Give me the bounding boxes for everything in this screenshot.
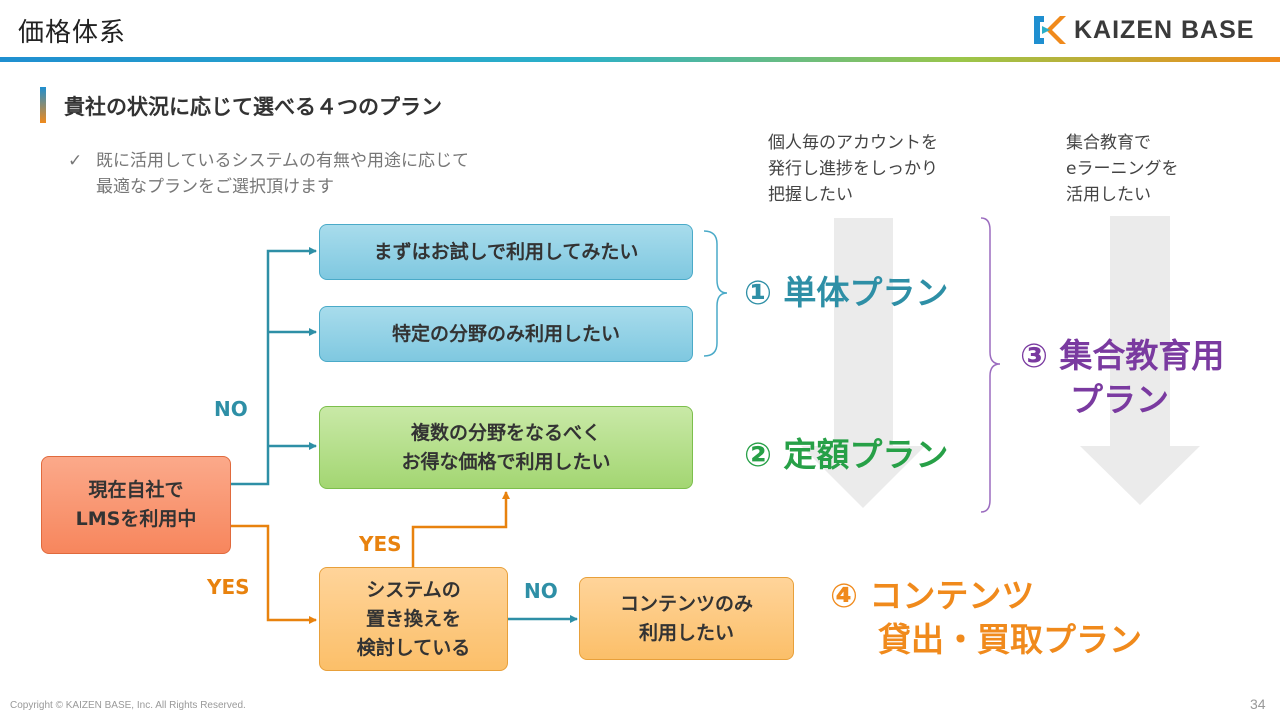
- box-line: お得な価格で利用したい: [401, 450, 611, 473]
- system-replace-box: システムの 置き換えを 検討している: [319, 567, 508, 671]
- box-line: コンテンツのみ: [619, 592, 753, 615]
- plan-line: ④ コンテンツ: [830, 576, 1035, 615]
- box-line: 置き換えを: [365, 607, 461, 630]
- label-no: NO: [524, 579, 558, 603]
- box-line: システムの: [366, 578, 461, 601]
- plan-fixed: ② 定額プラン: [744, 435, 949, 474]
- yes-up-line: [411, 491, 510, 567]
- group-plan-bracket: [980, 217, 1001, 513]
- plan-line: 貸出・買取プラン: [878, 620, 1142, 659]
- plan-single: ① 単体プラン: [744, 273, 949, 312]
- kaizen-logo-icon: [1034, 16, 1066, 44]
- box-line: 利用したい: [638, 621, 734, 644]
- individual-need-note: 個人毎のアカウントを 発行し進捗をしっかり 把握したい: [768, 130, 938, 208]
- group-big-arrow: [1080, 216, 1200, 505]
- header-divider: [0, 57, 1280, 62]
- single-plan-bracket: [703, 230, 728, 357]
- note-line: 個人毎のアカウントを: [768, 133, 938, 153]
- contents-only-box: コンテンツのみ 利用したい: [579, 577, 794, 660]
- box-line: LMSを利用中: [75, 508, 197, 530]
- plan-contents: ④ コンテンツ 貸出・買取プラン: [830, 574, 1142, 662]
- current-lms-box: 現在自社で LMSを利用中: [41, 456, 231, 554]
- yes-branch-line: [231, 524, 317, 624]
- label-yes: YES: [207, 575, 250, 599]
- note-line: eラーニングを: [1066, 159, 1179, 179]
- copyright-text: Copyright © KAIZEN BASE, Inc. All Rights…: [10, 700, 246, 711]
- label-yes: YES: [359, 532, 402, 556]
- logo-text: KAIZEN BASE: [1074, 15, 1255, 44]
- box-line: 複数の分野をなるべく: [410, 421, 601, 444]
- plan-group: ③ 集合教育用 プラン: [1020, 334, 1224, 422]
- note-line: 活用したい: [1066, 185, 1151, 205]
- page-title: 価格体系: [18, 18, 127, 48]
- check-icon: ✓: [68, 151, 83, 171]
- plan-line: プラン: [1070, 380, 1169, 419]
- multi-field-box: 複数の分野をなるべく お得な価格で利用したい: [319, 406, 693, 489]
- box-line: 現在自社で: [88, 479, 184, 501]
- note-line: 最適なプランをご選択頂けます: [96, 177, 334, 197]
- section-note: ✓ 既に活用しているシステムの有無や用途に応じて 最適なプランをご選択頂けます: [68, 148, 469, 200]
- plan-line: ③ 集合教育用: [1020, 336, 1225, 375]
- box-line: 検討している: [356, 636, 471, 659]
- note-line: 把握したい: [768, 185, 853, 205]
- note-line: 既に活用しているシステムの有無や用途に応じて: [96, 151, 469, 171]
- brand-logo: KAIZEN BASE: [1030, 10, 1254, 50]
- trial-use-box: まずはお試しで利用してみたい: [319, 224, 693, 280]
- section-accent-bar: [40, 87, 46, 123]
- no-branch-line: [231, 247, 317, 486]
- group-need-note: 集合教育で eラーニングを 活用したい: [1066, 130, 1178, 208]
- note-line: 集合教育で: [1066, 133, 1151, 153]
- individual-big-arrow: [801, 218, 925, 508]
- page-number: 34: [1250, 696, 1266, 712]
- section-title: 貴社の状況に応じて選べる４つのプラン: [64, 95, 442, 119]
- note-line: 発行し進捗をしっかり: [768, 159, 938, 179]
- label-no: NO: [214, 397, 248, 421]
- specific-field-box: 特定の分野のみ利用したい: [319, 306, 693, 362]
